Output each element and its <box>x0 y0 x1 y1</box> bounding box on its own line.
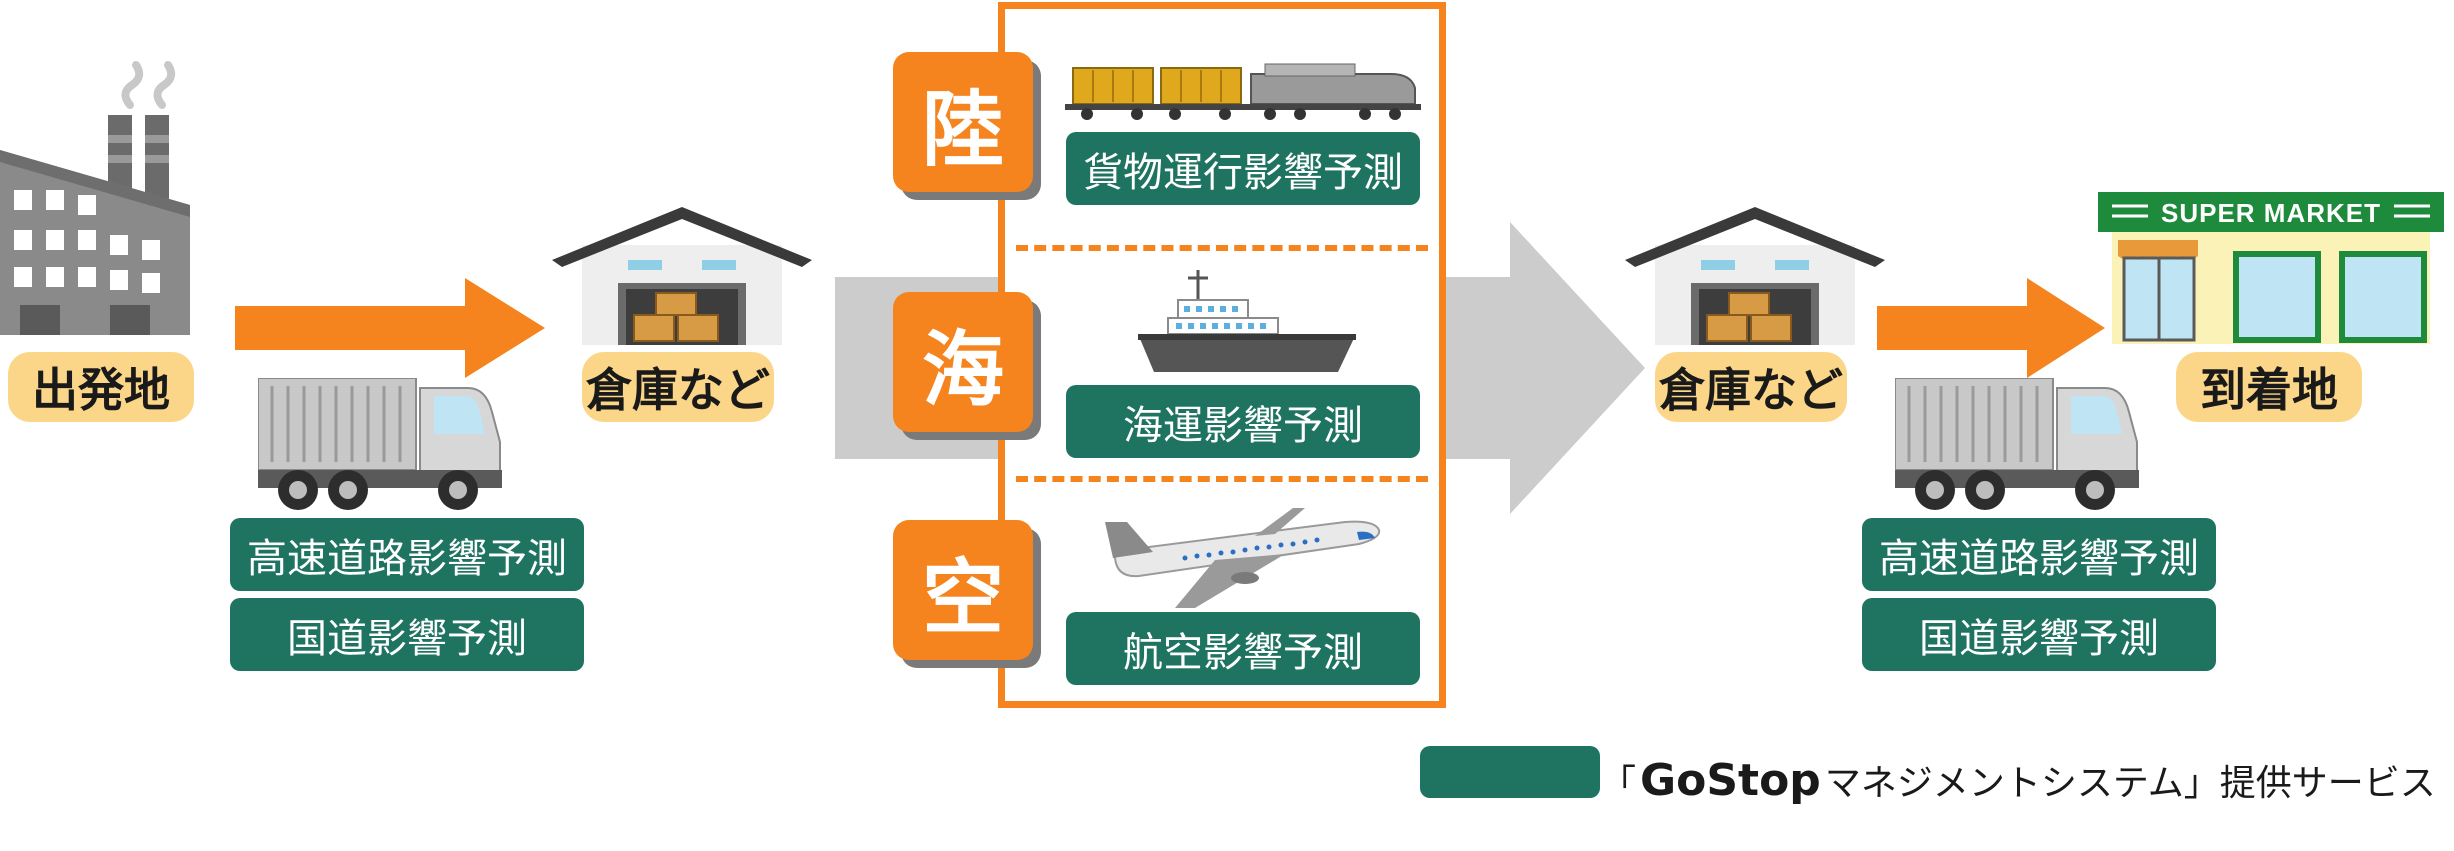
service-aviation: 航空影響予測 <box>1066 612 1420 685</box>
arrow-right-icon <box>235 278 545 378</box>
destination-label: 到着地 <box>2176 352 2362 422</box>
supermarket-icon: SUPER MARKET <box>2098 192 2444 344</box>
mode-tile-air: 空 <box>893 520 1033 660</box>
legend-suffix: 提供サービス <box>2219 763 2436 804</box>
right-service-highway: 高速道路影響予測 <box>1862 518 2216 591</box>
legend-open-bracket: 「 <box>1600 763 1637 804</box>
service-freight-rail: 貨物運行影響予測 <box>1066 132 1420 205</box>
ship-icon <box>1138 268 1358 374</box>
warehouse-left-label: 倉庫など <box>582 352 774 422</box>
truck-icon <box>258 378 508 513</box>
factory-icon <box>0 55 195 345</box>
legend-swatch <box>1420 746 1600 798</box>
left-service-national-road: 国道影響予測 <box>230 598 584 671</box>
mode-tile-sea: 海 <box>893 292 1033 432</box>
legend-text: 「 GoStop マネジメントシステム 」 提供サービス <box>1600 752 2436 808</box>
arrow-right-icon <box>1877 278 2105 378</box>
mode-tile-land: 陸 <box>893 52 1033 192</box>
mode-divider <box>1016 245 1428 251</box>
right-service-national-road: 国道影響予測 <box>1862 598 2216 671</box>
left-service-highway: 高速道路影響予測 <box>230 518 584 591</box>
legend-brand: GoStop <box>1640 754 1821 806</box>
service-maritime: 海運影響予測 <box>1066 385 1420 458</box>
warehouse-icon <box>552 205 812 345</box>
airplane-icon <box>1105 500 1385 610</box>
origin-label: 出発地 <box>8 352 194 422</box>
supermarket-sign-text: SUPER MARKET <box>2161 198 2381 228</box>
legend-close-bracket: 」 <box>2183 763 2220 804</box>
truck-icon <box>1895 378 2145 513</box>
warehouse-right-label: 倉庫など <box>1655 352 1847 422</box>
warehouse-icon <box>1625 205 1885 345</box>
freight-train-icon <box>1065 60 1425 120</box>
mode-divider <box>1016 476 1428 482</box>
legend-system-name: マネジメントシステム <box>1824 763 2184 804</box>
